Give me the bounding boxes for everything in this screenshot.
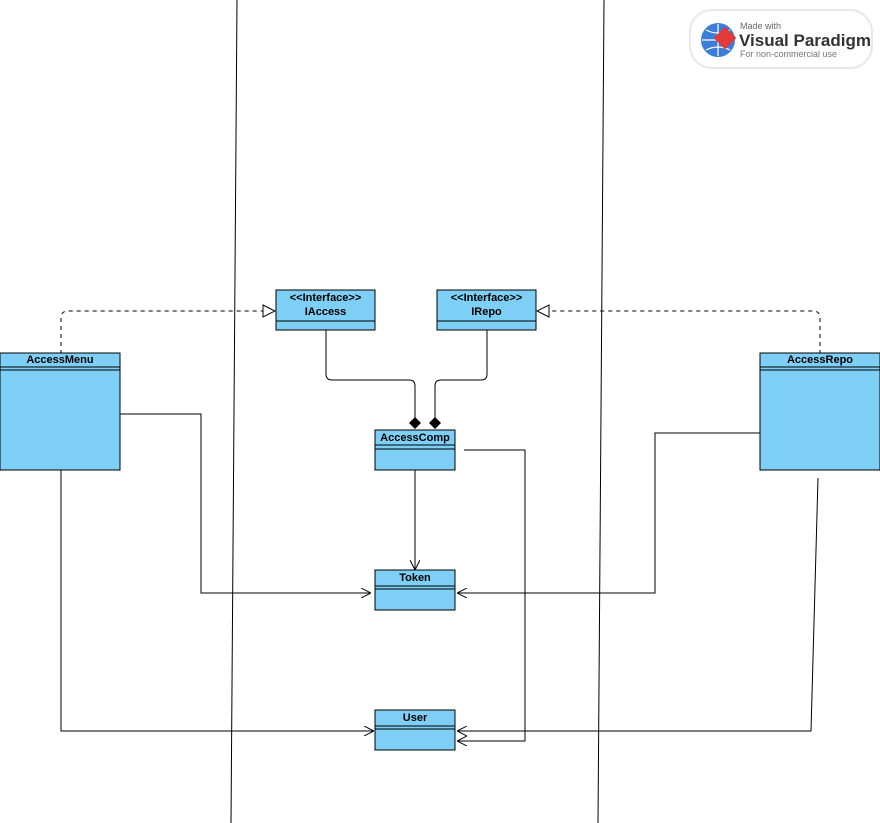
lane-divider-right: [597, 0, 605, 823]
token-name: Token: [399, 572, 431, 584]
composition-iaccess-accesscomp: [325, 330, 416, 418]
visual-paradigm-watermark: Made with Visual Paradigm For non-commer…: [689, 9, 873, 69]
association-accessrepo-token: [457, 432, 760, 593]
composition-irepo-accesscomp: [434, 330, 488, 418]
accessrepo-name: AccessRepo: [787, 354, 853, 366]
class-user[interactable]: User: [374, 709, 456, 751]
realization-accessrepo-irepo: [537, 311, 821, 354]
class-token[interactable]: Token: [374, 569, 456, 611]
watermark-line1: Made with: [740, 21, 781, 31]
iaccess-name: IAccess: [305, 306, 347, 318]
association-accesscomp-user: [457, 449, 526, 741]
composition-diamond-right: [429, 417, 441, 429]
association-accessmenu-token: [120, 413, 371, 593]
association-accessmenu-user: [60, 470, 374, 731]
class-iaccess[interactable]: <<Interface>> IAccess: [275, 289, 376, 331]
composition-diamond-left: [409, 417, 421, 429]
accesscomp-name: AccessComp: [380, 432, 450, 444]
class-irepo[interactable]: <<Interface>> IRepo: [436, 289, 537, 331]
irepo-stereotype: <<Interface>>: [451, 292, 523, 304]
realization-accessmenu-iaccess: [60, 311, 275, 354]
iaccess-stereotype: <<Interface>>: [290, 292, 362, 304]
irepo-name: IRepo: [471, 306, 502, 318]
association-accessrepo-user: [457, 477, 819, 731]
class-accessrepo[interactable]: AccessRepo: [759, 352, 880, 471]
lane-divider-left: [230, 0, 238, 823]
watermark-line2: Visual Paradigm: [739, 31, 871, 50]
class-accessmenu[interactable]: AccessMenu: [0, 352, 121, 471]
accessmenu-name: AccessMenu: [26, 354, 93, 366]
user-name: User: [403, 712, 428, 724]
watermark-line3: For non-commercial use: [740, 49, 837, 59]
class-accesscomp[interactable]: AccessComp: [374, 429, 456, 471]
